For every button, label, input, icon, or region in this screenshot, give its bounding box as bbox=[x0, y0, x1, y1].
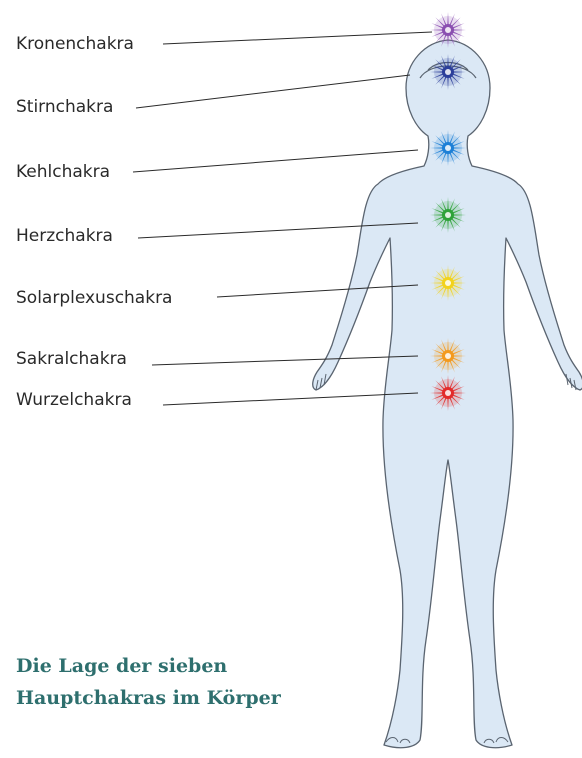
label-stirnchakra: Stirnchakra bbox=[16, 97, 113, 117]
label-kehlchakra: Kehlchakra bbox=[16, 162, 110, 182]
chakra-krone-icon bbox=[430, 12, 466, 48]
caption-line-2: Hauptchakras im Körper bbox=[16, 682, 281, 714]
connector-krone bbox=[163, 32, 432, 44]
chakra-stirn-icon bbox=[430, 54, 466, 90]
chakra-sakral-icon bbox=[430, 338, 466, 374]
chakra-herz-icon bbox=[430, 197, 466, 233]
chakra-points bbox=[430, 12, 466, 411]
connector-sakral bbox=[152, 356, 418, 365]
connector-solar bbox=[217, 285, 418, 297]
caption: Die Lage der sieben Hauptchakras im Körp… bbox=[16, 650, 281, 714]
label-wurzelchakra: Wurzelchakra bbox=[16, 390, 132, 410]
chakra-kehl-icon bbox=[430, 130, 466, 166]
caption-line-1: Die Lage der sieben bbox=[16, 650, 281, 682]
label-sakralchakra: Sakralchakra bbox=[16, 349, 127, 369]
connector-stirn bbox=[136, 75, 410, 108]
chakra-solar-icon bbox=[430, 265, 466, 301]
label-solarplexuschakra: Solarplexuschakra bbox=[16, 288, 172, 308]
label-kronenchakra: Kronenchakra bbox=[16, 34, 134, 54]
connector-wurzel bbox=[163, 393, 418, 405]
label-herzchakra: Herzchakra bbox=[16, 226, 113, 246]
connector-kehl bbox=[133, 150, 418, 172]
chakra-wurzel-icon bbox=[430, 375, 466, 411]
